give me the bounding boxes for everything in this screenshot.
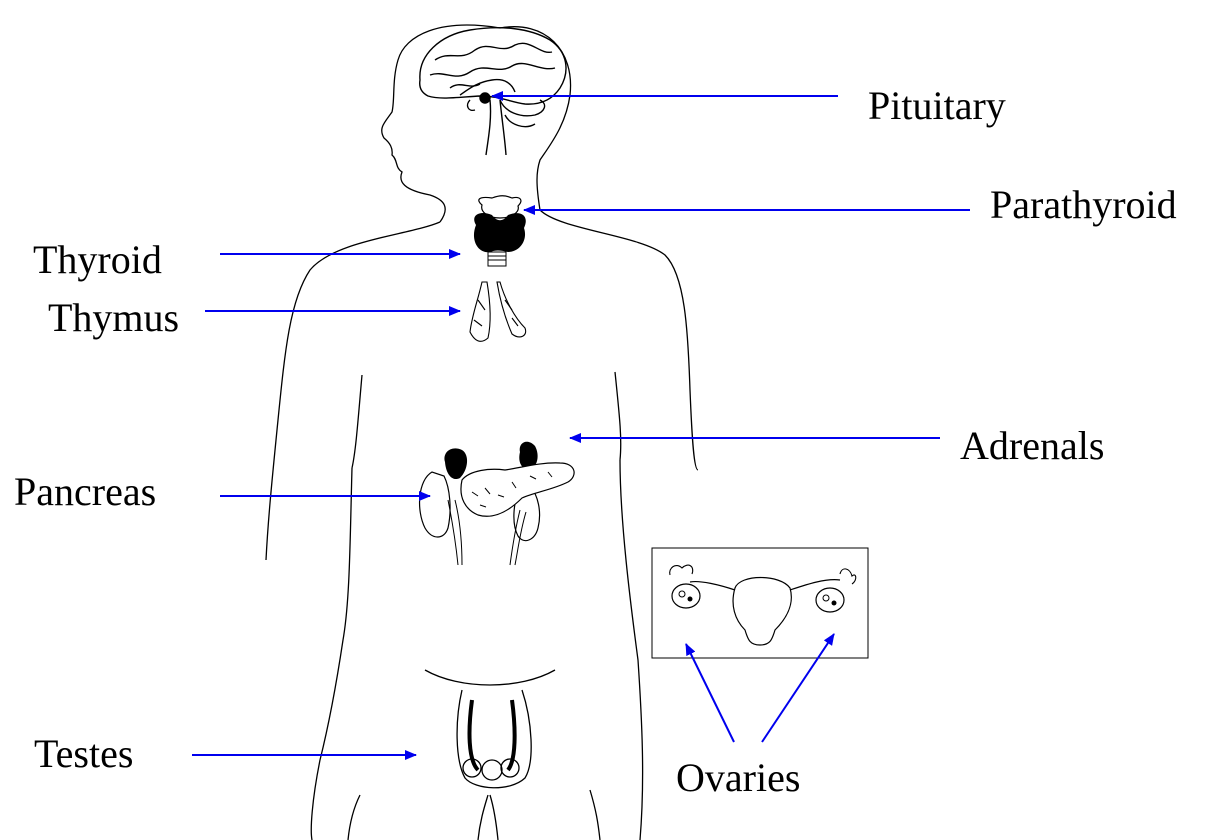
thyroid-gland xyxy=(474,196,526,266)
label-pituitary: Pituitary xyxy=(868,86,1006,126)
ovaries-inset xyxy=(652,548,868,658)
brain xyxy=(420,28,566,155)
label-pancreas: Pancreas xyxy=(14,472,156,512)
label-testes: Testes xyxy=(34,734,133,774)
thymus-gland xyxy=(470,282,526,341)
testes-illustration xyxy=(457,690,531,788)
abdominal-glands xyxy=(420,442,575,565)
label-thyroid: Thyroid xyxy=(33,240,162,280)
label-ovaries: Ovaries xyxy=(676,758,800,798)
label-thymus: Thymus xyxy=(48,298,179,338)
body-outline xyxy=(266,25,698,840)
ovaries-arrow-left xyxy=(686,644,734,742)
label-adrenals: Adrenals xyxy=(960,426,1104,466)
label-parathyroid: Parathyroid xyxy=(990,185,1177,225)
